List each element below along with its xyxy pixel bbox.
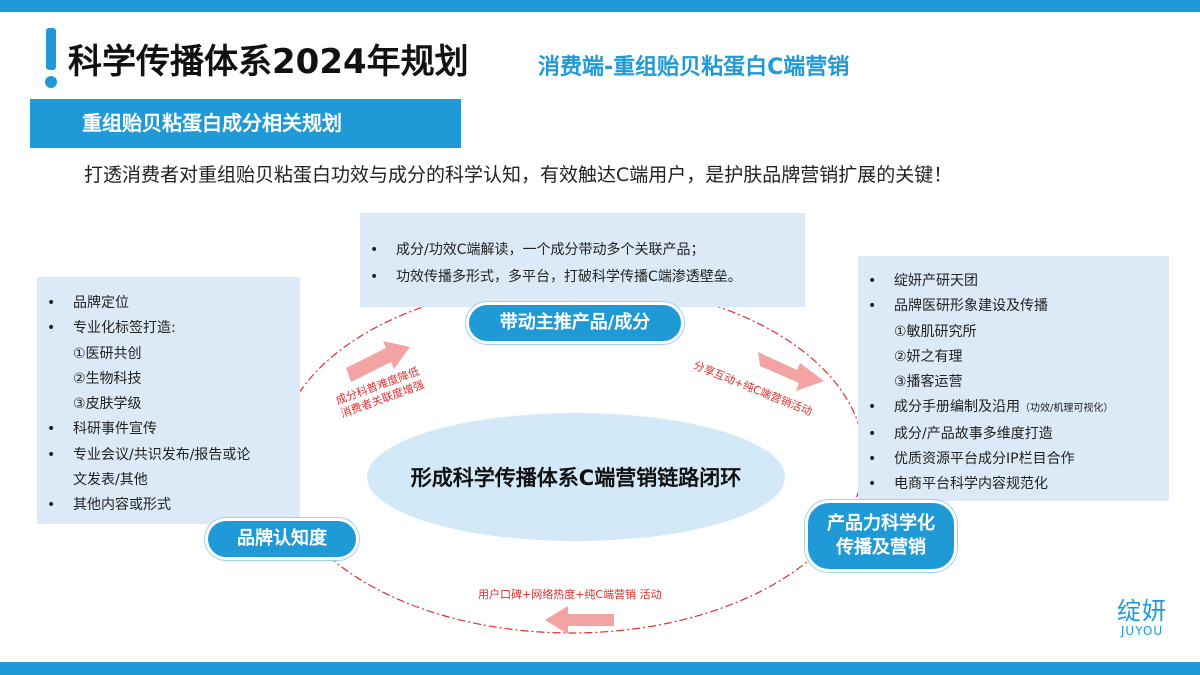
bullet-icon: •: [47, 497, 56, 514]
section-banner: 重组贻贝粘蛋白成分相关规划: [30, 99, 461, 148]
panel-item-text: 专业会议/共识发布/报告或论: [73, 446, 251, 463]
panel-item-text: 文发表/其他: [73, 472, 148, 489]
panel-item-text: 品牌定位: [73, 295, 129, 311]
panel-right-item: ③播客运营: [858, 370, 1169, 395]
panel-right-item: ①敏肌研究所: [858, 320, 1169, 345]
bullet-icon: •: [370, 242, 379, 258]
bullet-icon: •: [47, 320, 56, 337]
flow-label-right: 分享互动+纯C端营销活动: [691, 358, 814, 419]
node-right-line2: 传播及营销: [836, 537, 926, 558]
panel-item-text: ③皮肤学级: [73, 396, 142, 413]
exclamation-icon: [44, 28, 58, 88]
center-goal-text: 形成科学传播体系C端营销链路闭环: [410, 466, 742, 490]
panel-item-text: 品牌医研形象建设及传播: [894, 298, 1048, 315]
arrow-bottom-left: [545, 606, 614, 634]
panel-left-item: ③皮肤学级: [37, 392, 300, 417]
tagline: 打透消费者对重组贻贝粘蛋白功效与成分的科学认知，有效触达C端用户，是护肤品牌营销…: [84, 164, 953, 186]
panel-left-item: ②生物科技: [37, 367, 300, 392]
panel-item-text: 专业化标签打造:: [73, 320, 176, 337]
top-accent-bar: [0, 0, 1200, 12]
bullet-icon: •: [47, 295, 56, 311]
bullet-icon: •: [868, 476, 877, 493]
bullet-icon: •: [868, 399, 877, 416]
panel-left-item: • 专业会议/共识发布/报告或论: [37, 443, 300, 468]
panel-right-item: • 成分/产品故事多维度打造: [858, 422, 1169, 447]
page-subtitle: 消费端-重组贻贝粘蛋白C端营销: [538, 55, 850, 80]
panel-scientific-marketing: • 绽妍产研天团 • 品牌医研形象建设及传播 ①敏肌研究所 ②妍之有理 ③播客运营 • 成分手册…: [858, 256, 1169, 501]
panel-item-text: 功效传播多形式，多平台，打破科学传播C端渗透壁垒。: [396, 269, 742, 285]
panel-brand-awareness: • 品牌定位 • 专业化标签打造: ①医研共创 ②生物科技 ③皮肤学级 • 科研事件宣传 • 专业会…: [37, 277, 300, 524]
bullet-icon: •: [868, 298, 877, 315]
node-brand-awareness: 品牌认知度: [205, 518, 359, 560]
panel-item-text: ②妍之有理: [894, 348, 963, 365]
bottom-accent-bar: [0, 662, 1200, 675]
brand-logo: 绽妍 JUYOU: [1117, 598, 1167, 638]
panel-item-text: 其他内容或形式: [73, 497, 171, 514]
node-right-line1: 产品力科学化: [827, 513, 935, 534]
panel-top-list: • 成分/功效C端解读，一个成分带动多个关联产品； • 功效传播多形式，多平台，打破科…: [360, 237, 805, 291]
panel-left-item: • 品牌定位: [37, 291, 300, 316]
node-scientific-marketing: 产品力科学化 传播及营销: [805, 500, 957, 572]
panel-item-text: 成分/产品故事多维度打造: [894, 425, 1053, 442]
flow-label-left: 成分科普难度降低 消费者关联度增强: [334, 365, 426, 421]
logo-cn: 绽妍: [1117, 597, 1167, 625]
panel-item-text: 科研事件宣传: [73, 421, 157, 438]
panel-item-text: ①敏肌研究所: [894, 323, 977, 340]
panel-product-promotion: • 成分/功效C端解读，一个成分带动多个关联产品； • 功效传播多形式，多平台，打破科…: [360, 213, 805, 307]
center-goal: 形成科学传播体系C端营销链路闭环: [367, 413, 785, 541]
panel-left-item: • 科研事件宣传: [37, 417, 300, 442]
panel-item-text: 优质资源平台成分IP栏目合作: [894, 451, 1075, 468]
panel-item-text: 成分/功效C端解读，一个成分带动多个关联产品；: [396, 242, 705, 258]
bullet-icon: •: [868, 273, 877, 289]
panel-right-item: ②妍之有理: [858, 345, 1169, 370]
bullet-icon: •: [47, 446, 56, 463]
panel-item-text: 成分手册编制及沿用: [894, 399, 1020, 416]
logo-en: JUYOU: [1120, 624, 1164, 638]
bullet-icon: •: [868, 425, 877, 442]
panel-left-item: • 其他内容或形式: [37, 493, 300, 518]
panel-item-text: ②生物科技: [73, 370, 142, 387]
panel-item-note: （功效/机理可视化）: [1020, 403, 1114, 415]
bullet-icon: •: [868, 451, 877, 468]
panel-right-item: • 成分手册编制及沿用（功效/机理可视化）: [858, 395, 1169, 421]
page-title: 科学传播体系2024年规划: [68, 42, 469, 82]
panel-left-item: • 专业化标签打造:: [37, 316, 300, 341]
panel-left-list: • 品牌定位 • 专业化标签打造: ①医研共创 ②生物科技 ③皮肤学级 • 科研事件宣传 • 专业会…: [37, 291, 300, 519]
panel-item-text: 绽妍产研天团: [894, 273, 978, 289]
panel-left-item: 文发表/其他: [37, 468, 300, 493]
flow-label-bottom: 用户口碑+网络热度+纯C端营销 活动: [478, 588, 662, 601]
panel-right-list: • 绽妍产研天团 • 品牌医研形象建设及传播 ①敏肌研究所 ②妍之有理 ③播客运营 • 成分手册…: [858, 269, 1169, 498]
panel-item-text: ①医研共创: [73, 345, 142, 362]
panel-left-item: ①医研共创: [37, 342, 300, 367]
node-product-ingredient: 带动主推产品/成分: [466, 302, 684, 344]
panel-top-item: • 功效传播多形式，多平台，打破科学传播C端渗透壁垒。: [360, 264, 805, 291]
panel-right-item: • 品牌医研形象建设及传播: [858, 294, 1169, 319]
panel-item-text: ③播客运营: [894, 374, 963, 391]
bullet-icon: •: [370, 269, 379, 285]
panel-right-item: • 优质资源平台成分IP栏目合作: [858, 447, 1169, 472]
panel-item-text: 电商平台科学内容规范化: [894, 476, 1048, 493]
bullet-icon: •: [47, 421, 56, 438]
panel-top-item: • 成分/功效C端解读，一个成分带动多个关联产品；: [360, 237, 805, 264]
panel-right-item: • 绽妍产研天团: [858, 269, 1169, 294]
panel-right-item: • 电商平台科学内容规范化: [858, 472, 1169, 497]
